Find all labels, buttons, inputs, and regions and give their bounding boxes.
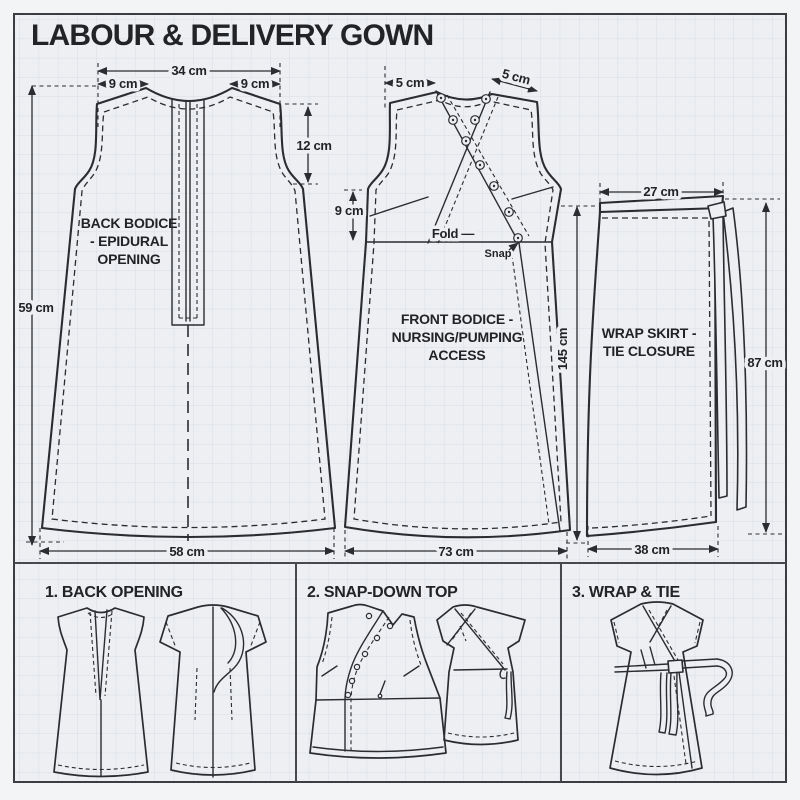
dim-9cm-right: 9 cm	[241, 76, 269, 91]
step-1-back-opening: 1. BACK OPENING	[45, 584, 267, 778]
dim-line-5cm-right	[491, 77, 538, 93]
sheet-frame	[13, 13, 787, 783]
page-title: LABOUR & DELIVERY GOWN	[31, 19, 433, 52]
snap-fasteners	[436, 93, 523, 243]
fold-label: Fold —	[432, 226, 475, 241]
svg-text:TIE CLOSURE: TIE CLOSURE	[603, 343, 695, 359]
back-bodice-label: BACK BODICE - EPIDURAL OPENING	[81, 215, 178, 267]
step2-snaps	[344, 612, 394, 699]
step2-top-wrap	[436, 604, 526, 746]
wrap-skirt-dimensions: 27 cm 87 cm 38 cm	[587, 181, 786, 561]
wrap-skirt-seam-allowance	[591, 217, 712, 529]
dim-87cm: 87 cm	[747, 355, 782, 370]
dim-12cm: 12 cm	[296, 138, 331, 153]
snap-band-right	[427, 91, 499, 247]
step-3-header: 3. WRAP & TIE	[572, 584, 680, 601]
dim-59cm: 59 cm	[18, 300, 53, 315]
dim-145cm: 145 cm	[555, 328, 570, 370]
step2-top-snap-placket	[309, 603, 447, 759]
wrap-skirt-label: WRAP SKIRT - TIE CLOSURE	[602, 325, 697, 359]
svg-text:NURSING/PUMPING: NURSING/PUMPING	[392, 329, 523, 345]
back-bodice-dimensions: 34 cm 9 cm 9 cm 12 cm 59 cm 58 cm	[15, 60, 336, 563]
dim-9cm-left: 9 cm	[109, 76, 137, 91]
wrap-skirt-outline	[585, 208, 718, 538]
dim-58cm: 58 cm	[169, 544, 204, 559]
wrap-skirt-piece: 27 cm 87 cm 38 cm WRAP SKIRT - TIE CLOSU…	[585, 181, 786, 561]
front-bodice-piece: 5 cm 5 cm 9 cm 145 cm 73 cm Fold — Snap …	[331, 62, 598, 563]
grid-lines	[14, 14, 786, 782]
chest-dart-lines	[369, 186, 554, 217]
back-bodice-outline	[40, 86, 337, 539]
step-1-header: 1. BACK OPENING	[45, 584, 183, 601]
front-bodice-seam-allowance	[353, 99, 562, 530]
step1-gown-back-open	[159, 604, 267, 778]
tie-knot	[707, 201, 727, 220]
step3-wrap-dress	[609, 601, 733, 776]
svg-text:OPENING: OPENING	[97, 251, 160, 267]
dim-34cm: 34 cm	[171, 63, 206, 78]
back-placket	[171, 99, 205, 326]
dim-5cm-left: 5 cm	[396, 75, 424, 90]
svg-text:- EPIDURAL: - EPIDURAL	[90, 233, 169, 249]
back-bodice-seam-allowance	[51, 96, 326, 529]
dim-38cm: 38 cm	[634, 542, 669, 557]
wrap-edge	[518, 242, 561, 532]
svg-text:ACCESS: ACCESS	[428, 347, 485, 363]
step3-waist-tie	[614, 658, 733, 736]
svg-text:WRAP SKIRT -: WRAP SKIRT -	[602, 325, 697, 341]
svg-text:BACK BODICE: BACK BODICE	[81, 215, 178, 231]
front-bodice-dimensions: 5 cm 5 cm 9 cm 145 cm 73 cm Fold — Snap	[331, 62, 598, 563]
dim-73cm: 73 cm	[438, 544, 473, 559]
svg-text:FRONT BODICE -: FRONT BODICE -	[401, 311, 514, 327]
waist-ties	[707, 201, 748, 511]
snap-callout-arrow	[508, 242, 519, 252]
snap-label: Snap	[485, 248, 512, 260]
back-bodice-piece: 34 cm 9 cm 9 cm 12 cm 59 cm 58 cm BACK B…	[15, 60, 337, 563]
step-2-snap-down-top: 2. SNAP-DOWN TOP	[307, 584, 526, 759]
front-bodice-outline	[343, 90, 572, 539]
dim-9cm: 9 cm	[335, 203, 363, 218]
step-2-header: 2. SNAP-DOWN TOP	[307, 584, 458, 601]
step1-gown-back-closed	[53, 607, 149, 778]
dim-27cm: 27 cm	[643, 184, 678, 199]
step-3-wrap-and-tie: 3. WRAP & TIE	[572, 584, 733, 776]
front-bodice-label: FRONT BODICE - NURSING/PUMPING ACCESS	[392, 311, 523, 363]
